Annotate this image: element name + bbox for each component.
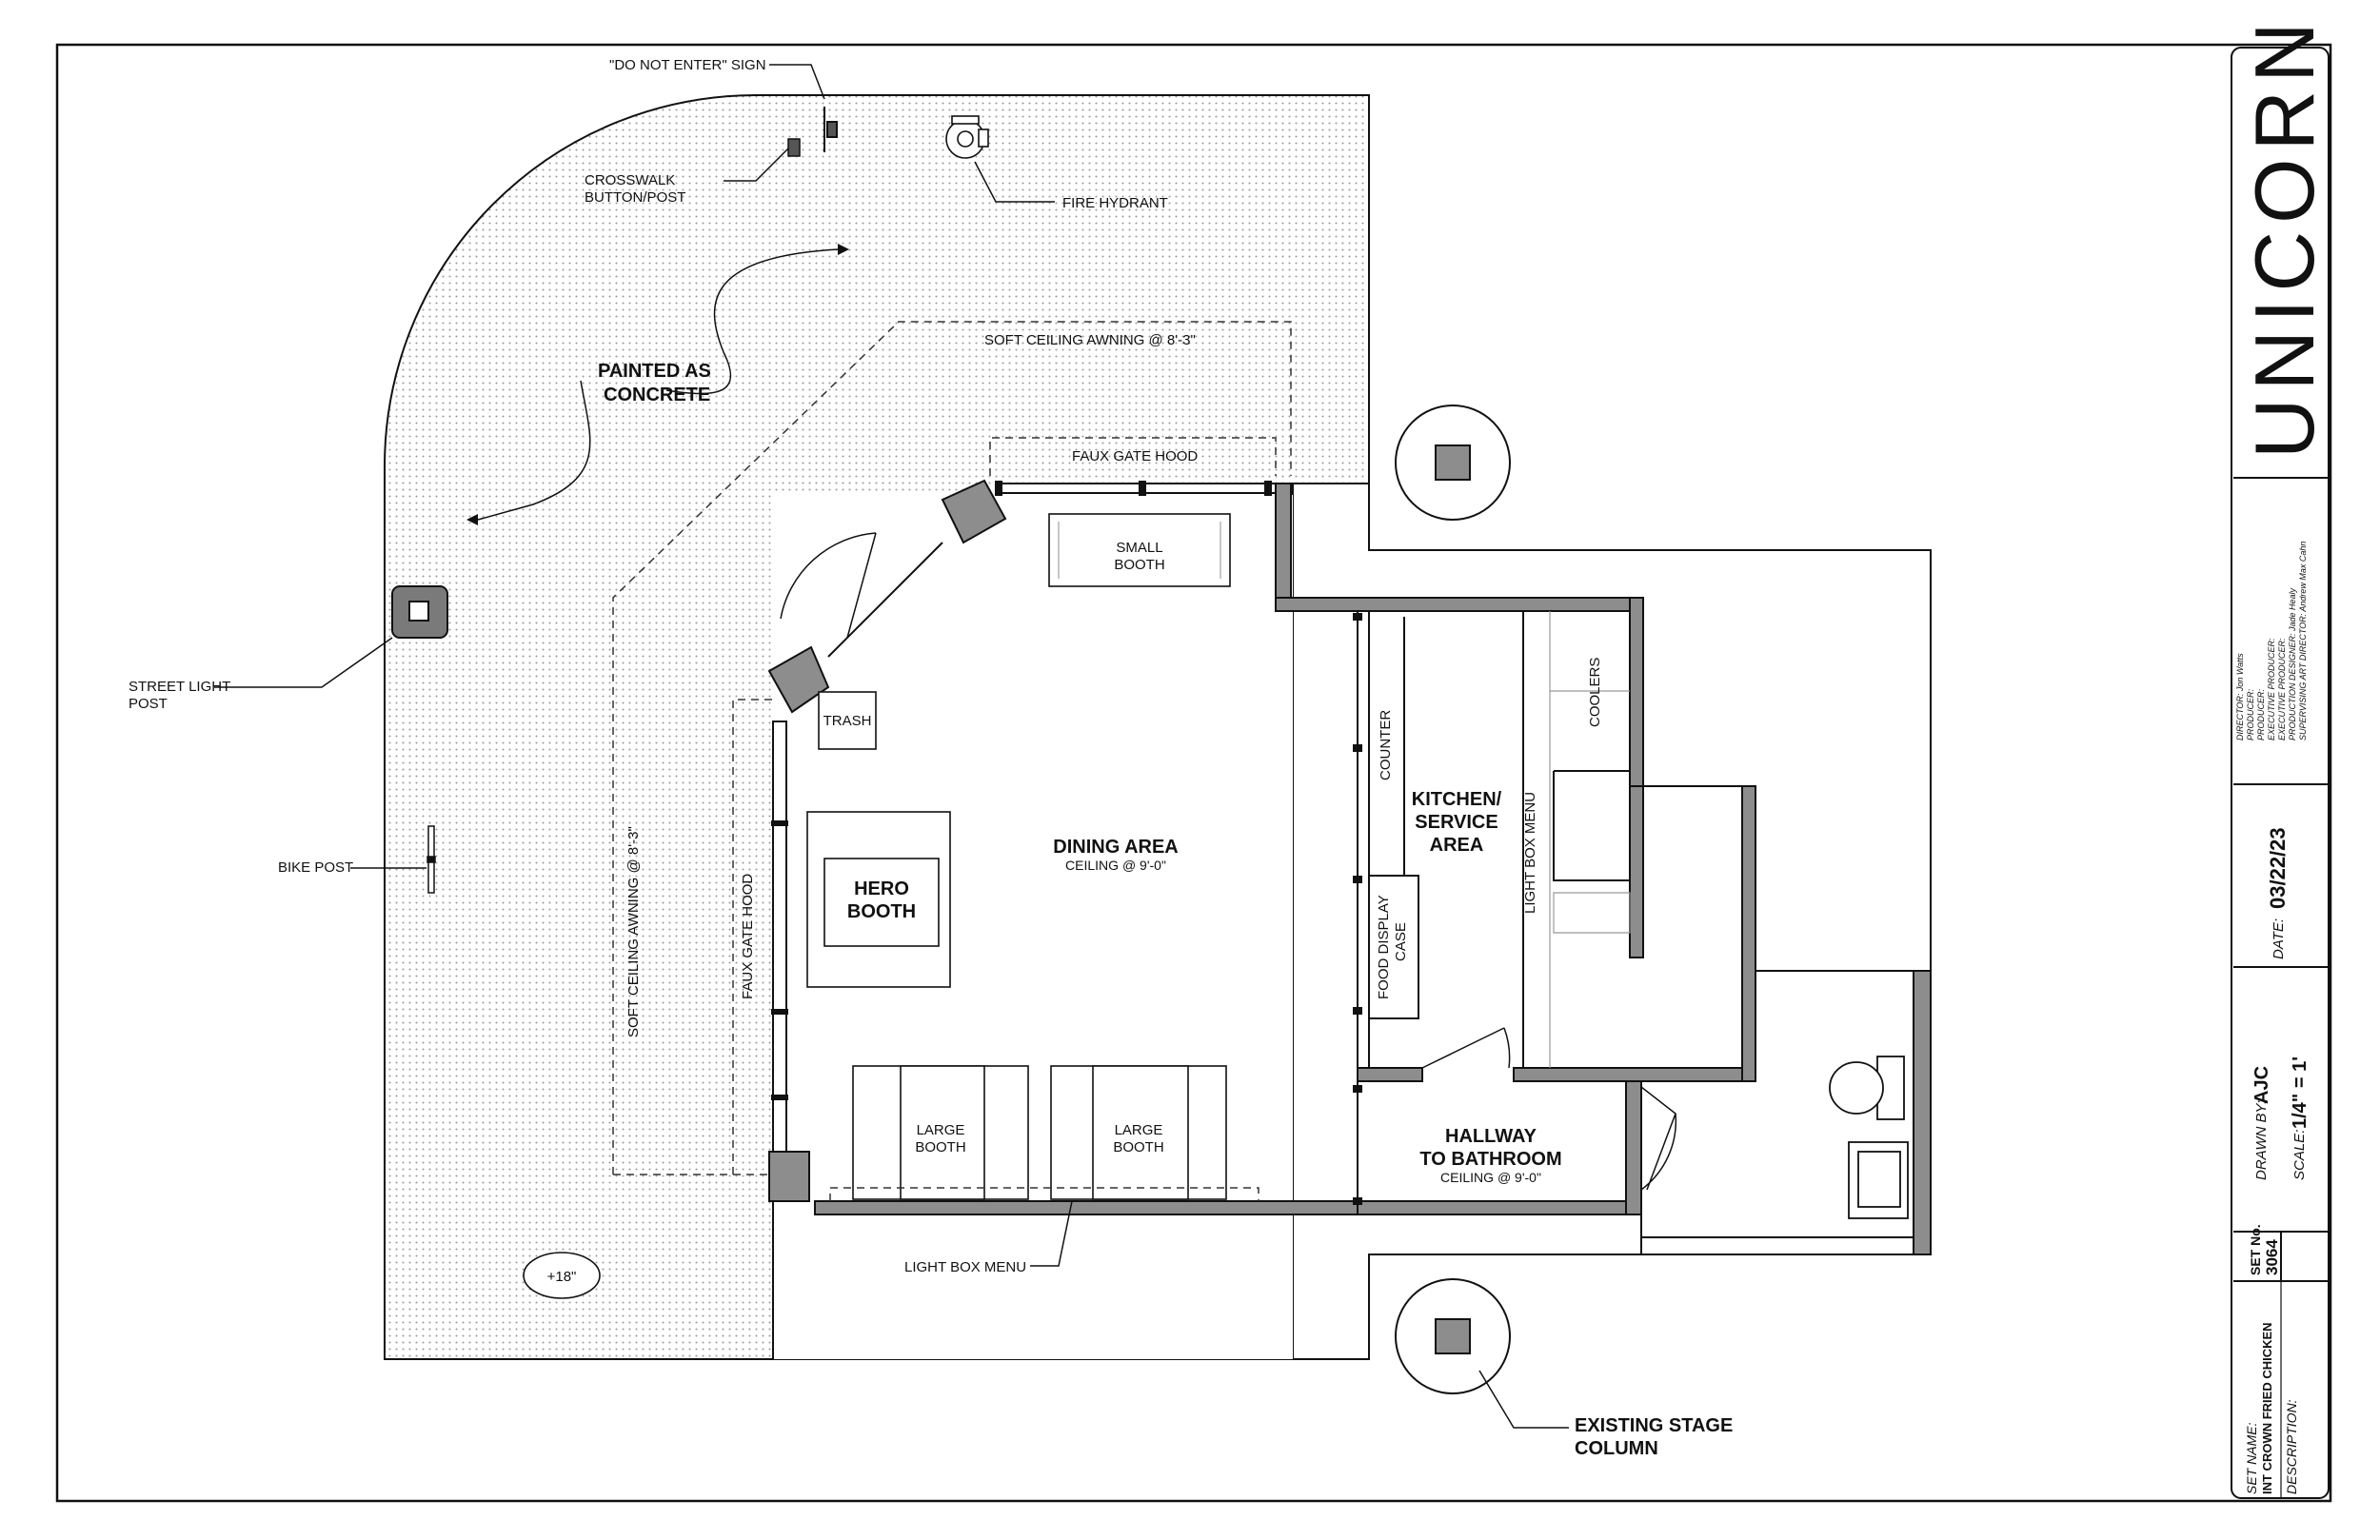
label-coolers: COOLERS <box>1587 658 1603 727</box>
kitchen-door-swing <box>1421 1027 1511 1069</box>
scale-value: 1/4" = 1' <box>2290 1056 2311 1129</box>
label-soft-awning-side: SOFT CEILING AWNING @ 8'-3" <box>625 826 642 1037</box>
label-kitchen-3: AREA <box>1430 835 1484 856</box>
label-dining-area: DINING AREA <box>1053 837 1178 858</box>
kitchen-partitions <box>1357 611 1931 1255</box>
brand-logo: UNICORN <box>2237 14 2331 459</box>
stage-column-top-icon <box>1395 405 1511 521</box>
elevation-tag <box>523 1252 601 1299</box>
scale-label: SCALE: <box>2291 1130 2308 1180</box>
label-large-booth-2b: BOOTH <box>1113 1139 1163 1155</box>
bathroom-door-swing <box>1640 1086 1677 1191</box>
leader-lines <box>214 64 1569 1429</box>
label-soft-awning-top: SOFT CEILING AWNING @ 8'-3" <box>984 332 1196 348</box>
credit-line: PRODUCER: <box>2256 688 2266 740</box>
label-food-display-1: FOOD DISPLAY <box>1376 895 1392 999</box>
label-painted-2: CONCRETE <box>604 385 710 405</box>
date-label: DATE: <box>2271 918 2287 959</box>
sheet-border <box>55 43 2332 1503</box>
label-stage-column-1: EXISTING STAGE <box>1575 1415 1733 1436</box>
sink-icon <box>1848 1141 1909 1219</box>
label-kitchen-2: SERVICE <box>1415 812 1497 833</box>
street-light-icon <box>391 585 448 639</box>
label-dining-ceiling: CEILING @ 9'-0" <box>1065 858 1166 873</box>
label-elevation: +18" <box>547 1269 577 1285</box>
stage-column-bottom-icon <box>1395 1278 1511 1394</box>
set-name-value: INT CROWN FRIED CHICKEN <box>2260 1322 2274 1494</box>
entry-door-swing <box>780 532 877 639</box>
label-counter: COUNTER <box>1378 710 1394 780</box>
arrow-head <box>838 244 849 255</box>
drawn-by-label: DRAWN BY: <box>2253 1100 2270 1180</box>
light-box-menu-dashed <box>829 1187 1259 1201</box>
date-value: 03/22/23 <box>2266 827 2290 909</box>
label-large-booth-2a: BOOTH <box>915 1139 965 1155</box>
label-trash: TRASH <box>823 713 872 729</box>
mullions-left <box>771 820 788 1100</box>
set-no-label: SET No. <box>2248 1224 2263 1275</box>
crosswalk-button-icon <box>787 138 801 157</box>
credit-line: DIRECTOR: Jon Watts <box>2235 653 2245 740</box>
set-name-label: SET NAME: <box>2244 1422 2259 1494</box>
label-hallway-2: TO BATHROOM <box>1419 1149 1561 1170</box>
storefront-glass-left <box>772 721 787 1153</box>
label-small-booth-2: BOOTH <box>1114 557 1164 573</box>
label-stage-column-2: COLUMN <box>1575 1438 1658 1459</box>
credit-line: PRODUCER: <box>2246 688 2255 740</box>
label-crosswalk-1: CROSSWALK <box>585 172 675 188</box>
label-large-booth-1b: LARGE <box>1115 1122 1163 1138</box>
bike-post-icon <box>426 825 436 894</box>
label-large-booth-1a: LARGE <box>917 1122 965 1138</box>
label-food-display-2: CASE <box>1393 922 1409 961</box>
credits-list: DIRECTOR: Jon Watts PRODUCER: PRODUCER: … <box>2235 542 2308 740</box>
label-bike-post: BIKE POST <box>278 859 353 876</box>
label-fire-hydrant: FIRE HYDRANT <box>1062 195 1168 211</box>
counter-posts <box>1353 613 1362 1205</box>
do-not-enter-sign-icon <box>823 107 838 152</box>
description-label: DESCRIPTION: <box>2284 1399 2299 1494</box>
soft-awning-dashed <box>612 321 1292 1175</box>
arrow-head <box>466 514 478 525</box>
label-hero-booth-1: HERO <box>854 879 909 899</box>
label-crosswalk-2: BUTTON/POST <box>585 189 685 206</box>
label-hallway-ceiling: CEILING @ 9'-0" <box>1440 1170 1541 1185</box>
label-faux-hood-top: FAUX GATE HOOD <box>1072 448 1198 464</box>
label-hallway-1: HALLWAY <box>1445 1126 1537 1147</box>
toilet-icon <box>1829 1056 1905 1120</box>
credit-line: EXECUTIVE PRODUCER: <box>2277 638 2287 740</box>
label-do-not-enter: "DO NOT ENTER" SIGN <box>609 57 766 73</box>
label-street-light-2: POST <box>129 696 168 712</box>
credit-line: SUPERVISING ART DIRECTOR: Andrew Max Cah… <box>2298 542 2308 740</box>
label-faux-hood-side: FAUX GATE HOOD <box>740 874 756 999</box>
label-kitchen-1: KITCHEN/ <box>1412 789 1502 810</box>
mullions-top <box>995 481 1272 496</box>
label-hero-booth-2: BOOTH <box>847 901 916 922</box>
credit-line: PRODUCTION DESIGNER: Jade Healy <box>2288 587 2297 740</box>
label-light-box-menu-bottom: LIGHT BOX MENU <box>904 1259 1026 1275</box>
drawn-by-value: AJC <box>2251 1066 2272 1104</box>
label-street-light-1: STREET LIGHT <box>129 679 230 695</box>
label-light-box-menu-side: LIGHT BOX MENU <box>1522 792 1538 914</box>
credit-line: EXECUTIVE PRODUCER: <box>2267 638 2276 740</box>
furniture <box>806 513 1231 1200</box>
walls <box>767 479 1932 1255</box>
fire-hydrant-icon <box>945 115 989 159</box>
label-painted-1: PAINTED AS <box>598 361 711 382</box>
set-no-value: 3064 <box>2263 1239 2281 1275</box>
title-block <box>2231 47 2330 1499</box>
label-small-booth-1: SMALL <box>1116 540 1162 556</box>
faux-gate-hood-top-dashed <box>989 437 1277 476</box>
